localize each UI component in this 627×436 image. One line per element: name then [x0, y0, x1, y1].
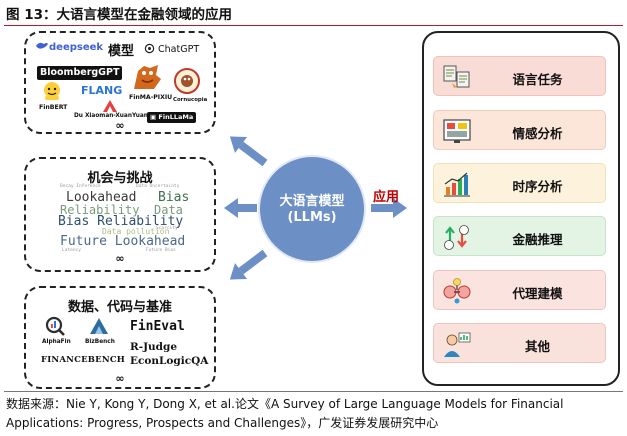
r-judge-logo: R-Judge: [130, 341, 178, 353]
app-others: 其他: [433, 323, 606, 363]
flang-logo: FLANG: [81, 84, 123, 97]
source-rule: [4, 391, 623, 392]
finma-caption: FinMA-PIXIU: [129, 94, 173, 101]
word-lookahead: Lookahead: [66, 190, 137, 205]
figure-title: 图 13：大语言模型在金融领域的应用: [6, 7, 232, 23]
challenges-title: 机会与挑战: [87, 171, 153, 186]
emotion-chart-icon: [443, 119, 471, 143]
person-chart-icon: [444, 332, 471, 357]
app-agent-modeling-label: 代理建模: [512, 286, 563, 301]
title-rule: [4, 25, 623, 26]
financebench-logo: FINANCEBENCH: [41, 355, 126, 365]
word-bias-reliability: Bias Reliability: [58, 214, 184, 229]
models-title: 模型: [108, 44, 135, 59]
app-others-label: 其他: [524, 339, 550, 354]
data-panel: 数据、代码与基准 FinEval AlphaFin BizBench R-Jud…: [24, 286, 216, 389]
bloomberggpt-logo: BloombergGPT: [37, 66, 123, 80]
llm-center-sublabel: (LLMs): [287, 210, 337, 225]
cornucopia-caption: Cornucopia: [173, 97, 208, 103]
word-latency: Latency: [62, 248, 81, 253]
app-sentiment-analysis: 情感分析: [433, 110, 606, 150]
cornucopia-logo: [174, 68, 200, 97]
app-time-series-analysis-label: 时序分析: [512, 179, 563, 194]
arrow-to-models: [229, 136, 268, 167]
arrow-to-applications: [371, 198, 407, 218]
xuanyuan-caption: Du Xiaoman-XuanYuan: [74, 113, 148, 119]
llm-center-label: 大语言模型: [279, 194, 345, 209]
bizbench-logo: [88, 316, 110, 339]
finma-pixiu-logo: [130, 63, 164, 94]
models-panel: deepseek 模型 ChatGPT BloombergGPT FLANG F…: [24, 31, 216, 134]
word-uncertainty: Data Uncertainty: [136, 184, 180, 189]
word-future-bias: Future Bias: [146, 248, 176, 253]
finllama-logo: ▣ FinLLaMa: [147, 112, 197, 123]
source-line-1: 数据来源：Nie Y, Kong Y, Dong X, et al.论文《A S…: [6, 397, 564, 411]
bar-trend-icon: [444, 172, 470, 197]
app-language-tasks-label: 语言任务: [512, 72, 563, 87]
buy-sell-icon: [444, 225, 469, 250]
word-data: Data: [154, 203, 183, 217]
deepseek-logo: deepseek: [35, 41, 103, 53]
llm-center-node: [260, 157, 364, 261]
app-financial-reasoning: 金融推理: [433, 216, 606, 256]
word-future-lookahead: Future Lookahead: [60, 234, 186, 249]
application-label: 应用: [373, 190, 400, 205]
word-decay: Decay Inference: [60, 184, 101, 189]
models-more-indicator: ∞: [115, 119, 125, 132]
bizbench-caption: BizBench: [85, 339, 115, 345]
app-time-series-analysis: 时序分析: [433, 163, 606, 203]
brain-network-icon: [443, 278, 471, 304]
econlogicqa-logo: EconLogicQA: [130, 355, 209, 367]
app-agent-modeling: 代理建模: [433, 270, 606, 310]
challenges-more-indicator: ∞: [115, 252, 125, 265]
challenges-panel: 机会与挑战 Decay Inference Data Uncertainty L…: [24, 157, 216, 272]
word-reliability: Reliability: [60, 203, 140, 217]
documents-icon: [443, 65, 470, 88]
word-scarcity: Scarcity: [156, 226, 178, 231]
chatgpt-logo: ChatGPT: [144, 43, 199, 55]
data-more-indicator: ∞: [115, 372, 125, 385]
alphafin-logo: [44, 315, 66, 340]
data-title: 数据、代码与基准: [67, 300, 172, 315]
fineval-logo: FinEval: [130, 319, 185, 334]
word-bias: Bias: [158, 190, 190, 205]
app-sentiment-analysis-label: 情感分析: [512, 126, 563, 141]
finbert-emoji: [42, 80, 62, 105]
app-financial-reasoning-label: 金融推理: [512, 232, 563, 247]
finbert-caption: FinBERT: [39, 104, 68, 111]
arrow-to-challenges: [224, 198, 257, 218]
source-line-2: Applications: Progress, Prospects and Ch…: [6, 416, 439, 430]
arrow-to-data: [229, 249, 268, 280]
xuanyuan-logo: [102, 99, 118, 116]
app-language-tasks: 语言任务: [433, 56, 606, 96]
word-data-pollution: Data pollution: [102, 227, 170, 236]
alphafin-caption: AlphaFin: [42, 339, 71, 345]
